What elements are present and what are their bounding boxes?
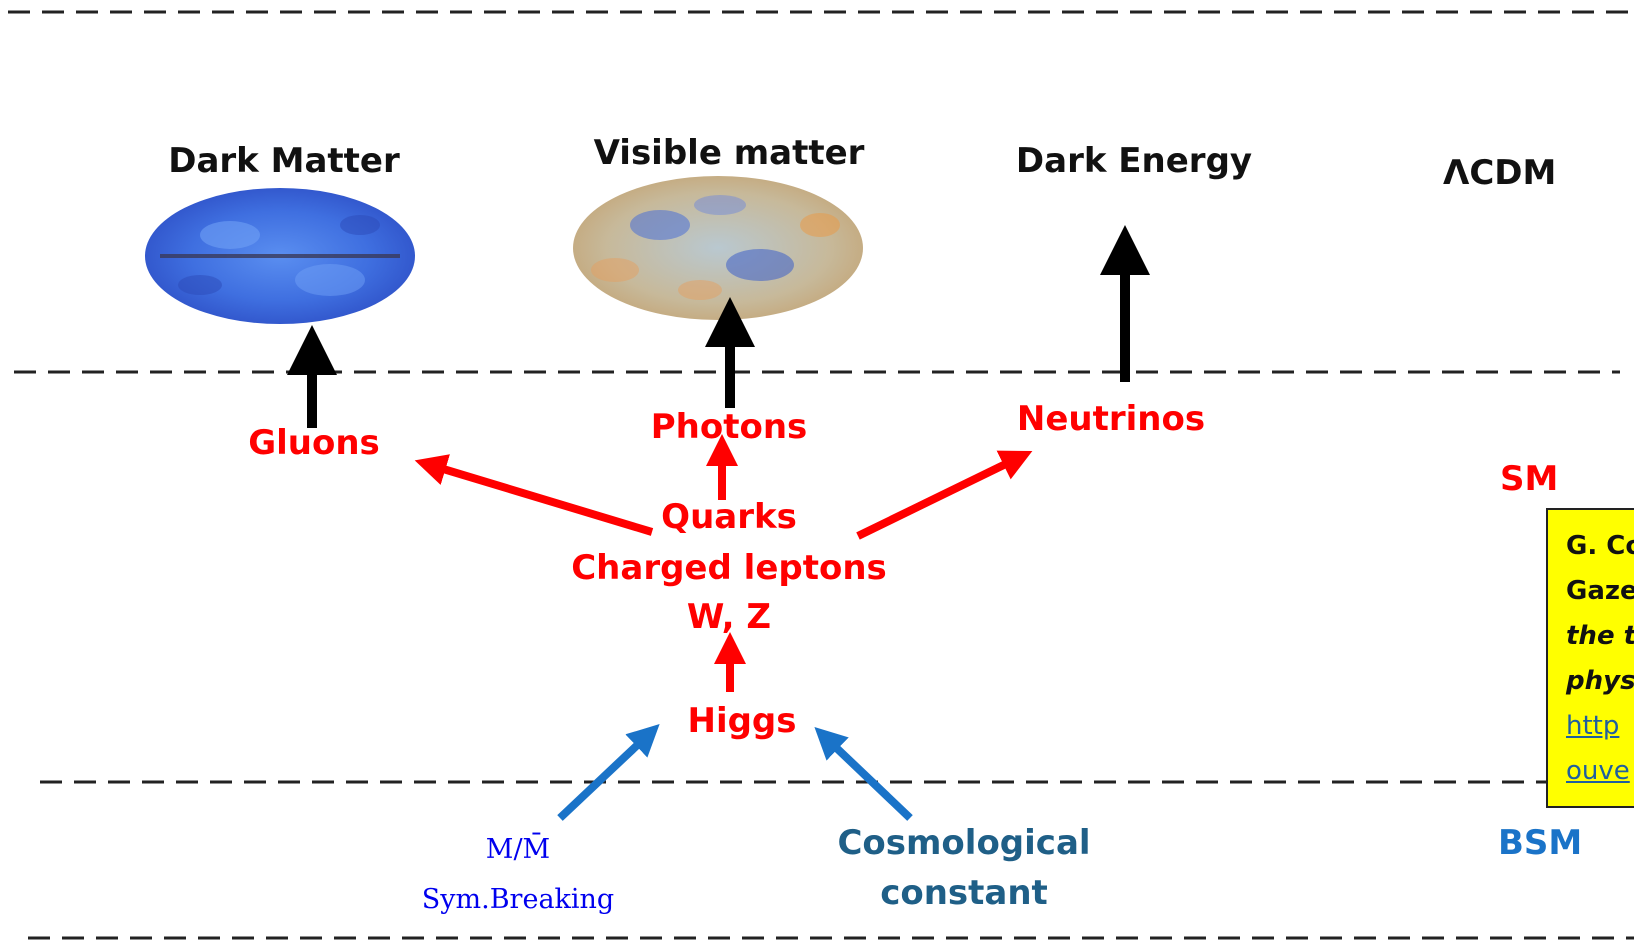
arrow-quarks-to-neutrinos (856, 450, 1033, 540)
reference-link-1[interactable]: http (1566, 711, 1620, 741)
photons-label: Photons (650, 407, 808, 447)
dark-matter-map (145, 188, 415, 324)
dark-matter-label: Dark Matter (168, 141, 400, 181)
reference-line-1: G. Co (1566, 531, 1634, 561)
mmbar-label: M/M̄ (485, 834, 551, 865)
dark-energy-label: Dark Energy (1015, 141, 1253, 181)
sm-label: SM (1500, 459, 1559, 499)
reference-line-2: Gaze (1566, 576, 1634, 606)
reference-line-4: phys (1566, 666, 1634, 696)
quarks-label: Quarks (661, 497, 797, 537)
reference-note: G. Co Gaze the t phys http ouve (1546, 508, 1634, 808)
higgs-label: Higgs (687, 701, 797, 741)
sym-breaking-label: Sym.Breaking (421, 884, 615, 915)
cosmological-label: Cosmological (837, 823, 1091, 863)
arrow-symbreaking-to-higgs (557, 724, 660, 821)
reference-line-3: the t (1566, 621, 1634, 651)
cmb-map (573, 176, 863, 320)
bsm-label: BSM (1498, 823, 1583, 863)
wz-label: W, Z (686, 597, 772, 637)
visible-matter-label: Visible matter (593, 133, 865, 173)
lcdm-label: ΛCDM (1443, 153, 1557, 193)
gluons-label: Gluons (248, 423, 380, 463)
charged-leptons-label: Charged leptons (571, 548, 887, 588)
reference-link-2[interactable]: ouve (1566, 756, 1630, 786)
arrow-cosmological-to-higgs (814, 726, 913, 821)
arrow-quarks-to-gluons (414, 454, 654, 536)
neutrinos-label: Neutrinos (1016, 399, 1206, 439)
constant-label: constant (880, 873, 1048, 913)
